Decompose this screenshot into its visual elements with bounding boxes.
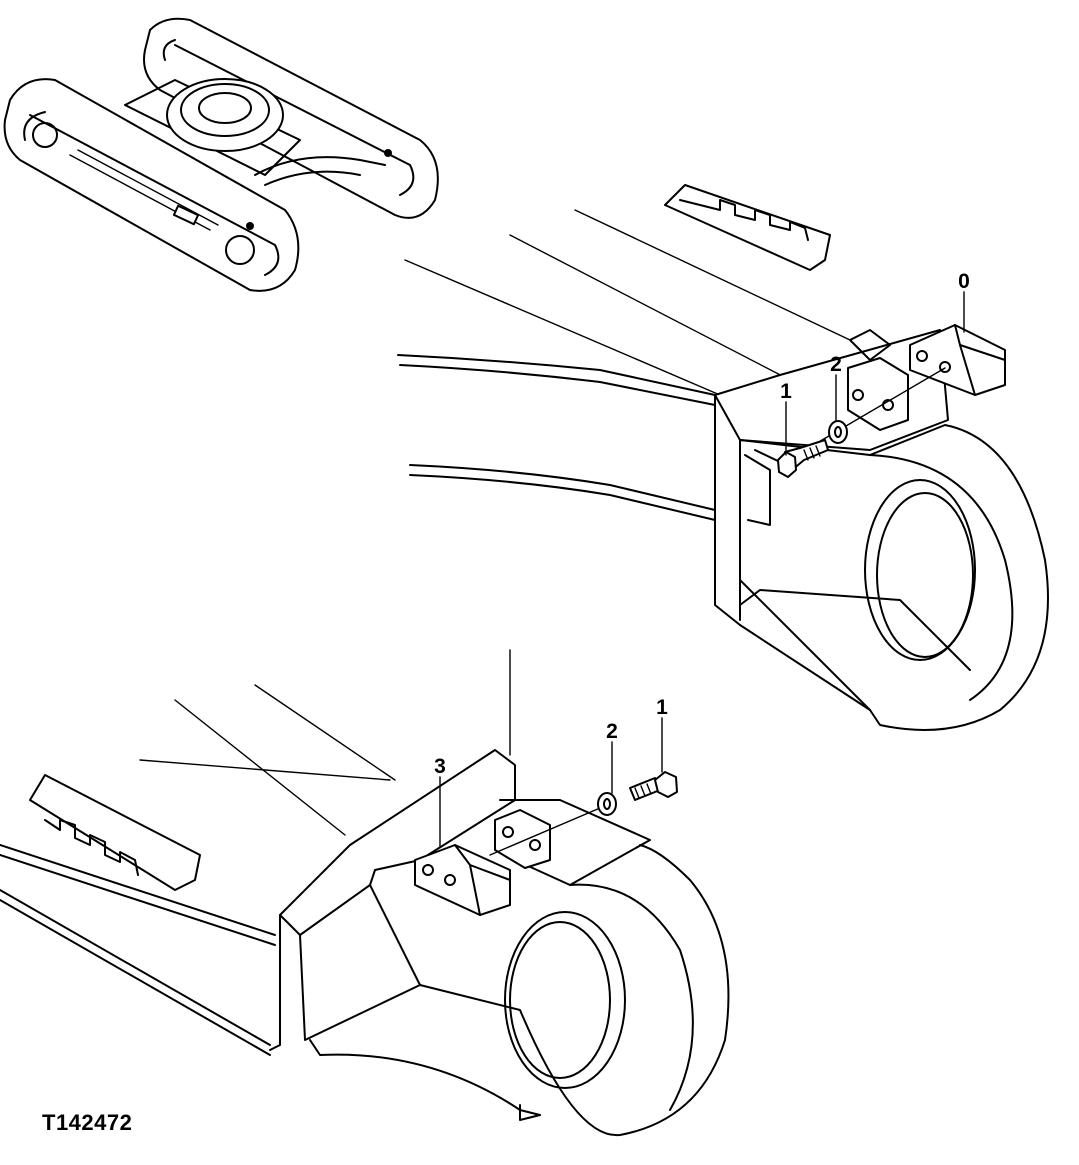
- callout-bottom-guard: 3: [434, 755, 446, 778]
- callout-bottom-washer: 2: [606, 720, 618, 743]
- figure-id: T142472: [42, 1110, 133, 1135]
- callout-top-washer: 2: [830, 353, 842, 376]
- callout-bottom-bolt: 1: [656, 696, 668, 719]
- undercarriage-overview-illustration: [3, 17, 439, 292]
- callout-top-bolt: 1: [780, 380, 792, 403]
- callout-top-guard: 0: [958, 270, 970, 293]
- upper-track-frame-illustration: [397, 184, 1049, 731]
- lower-track-frame-illustration: [0, 649, 730, 1137]
